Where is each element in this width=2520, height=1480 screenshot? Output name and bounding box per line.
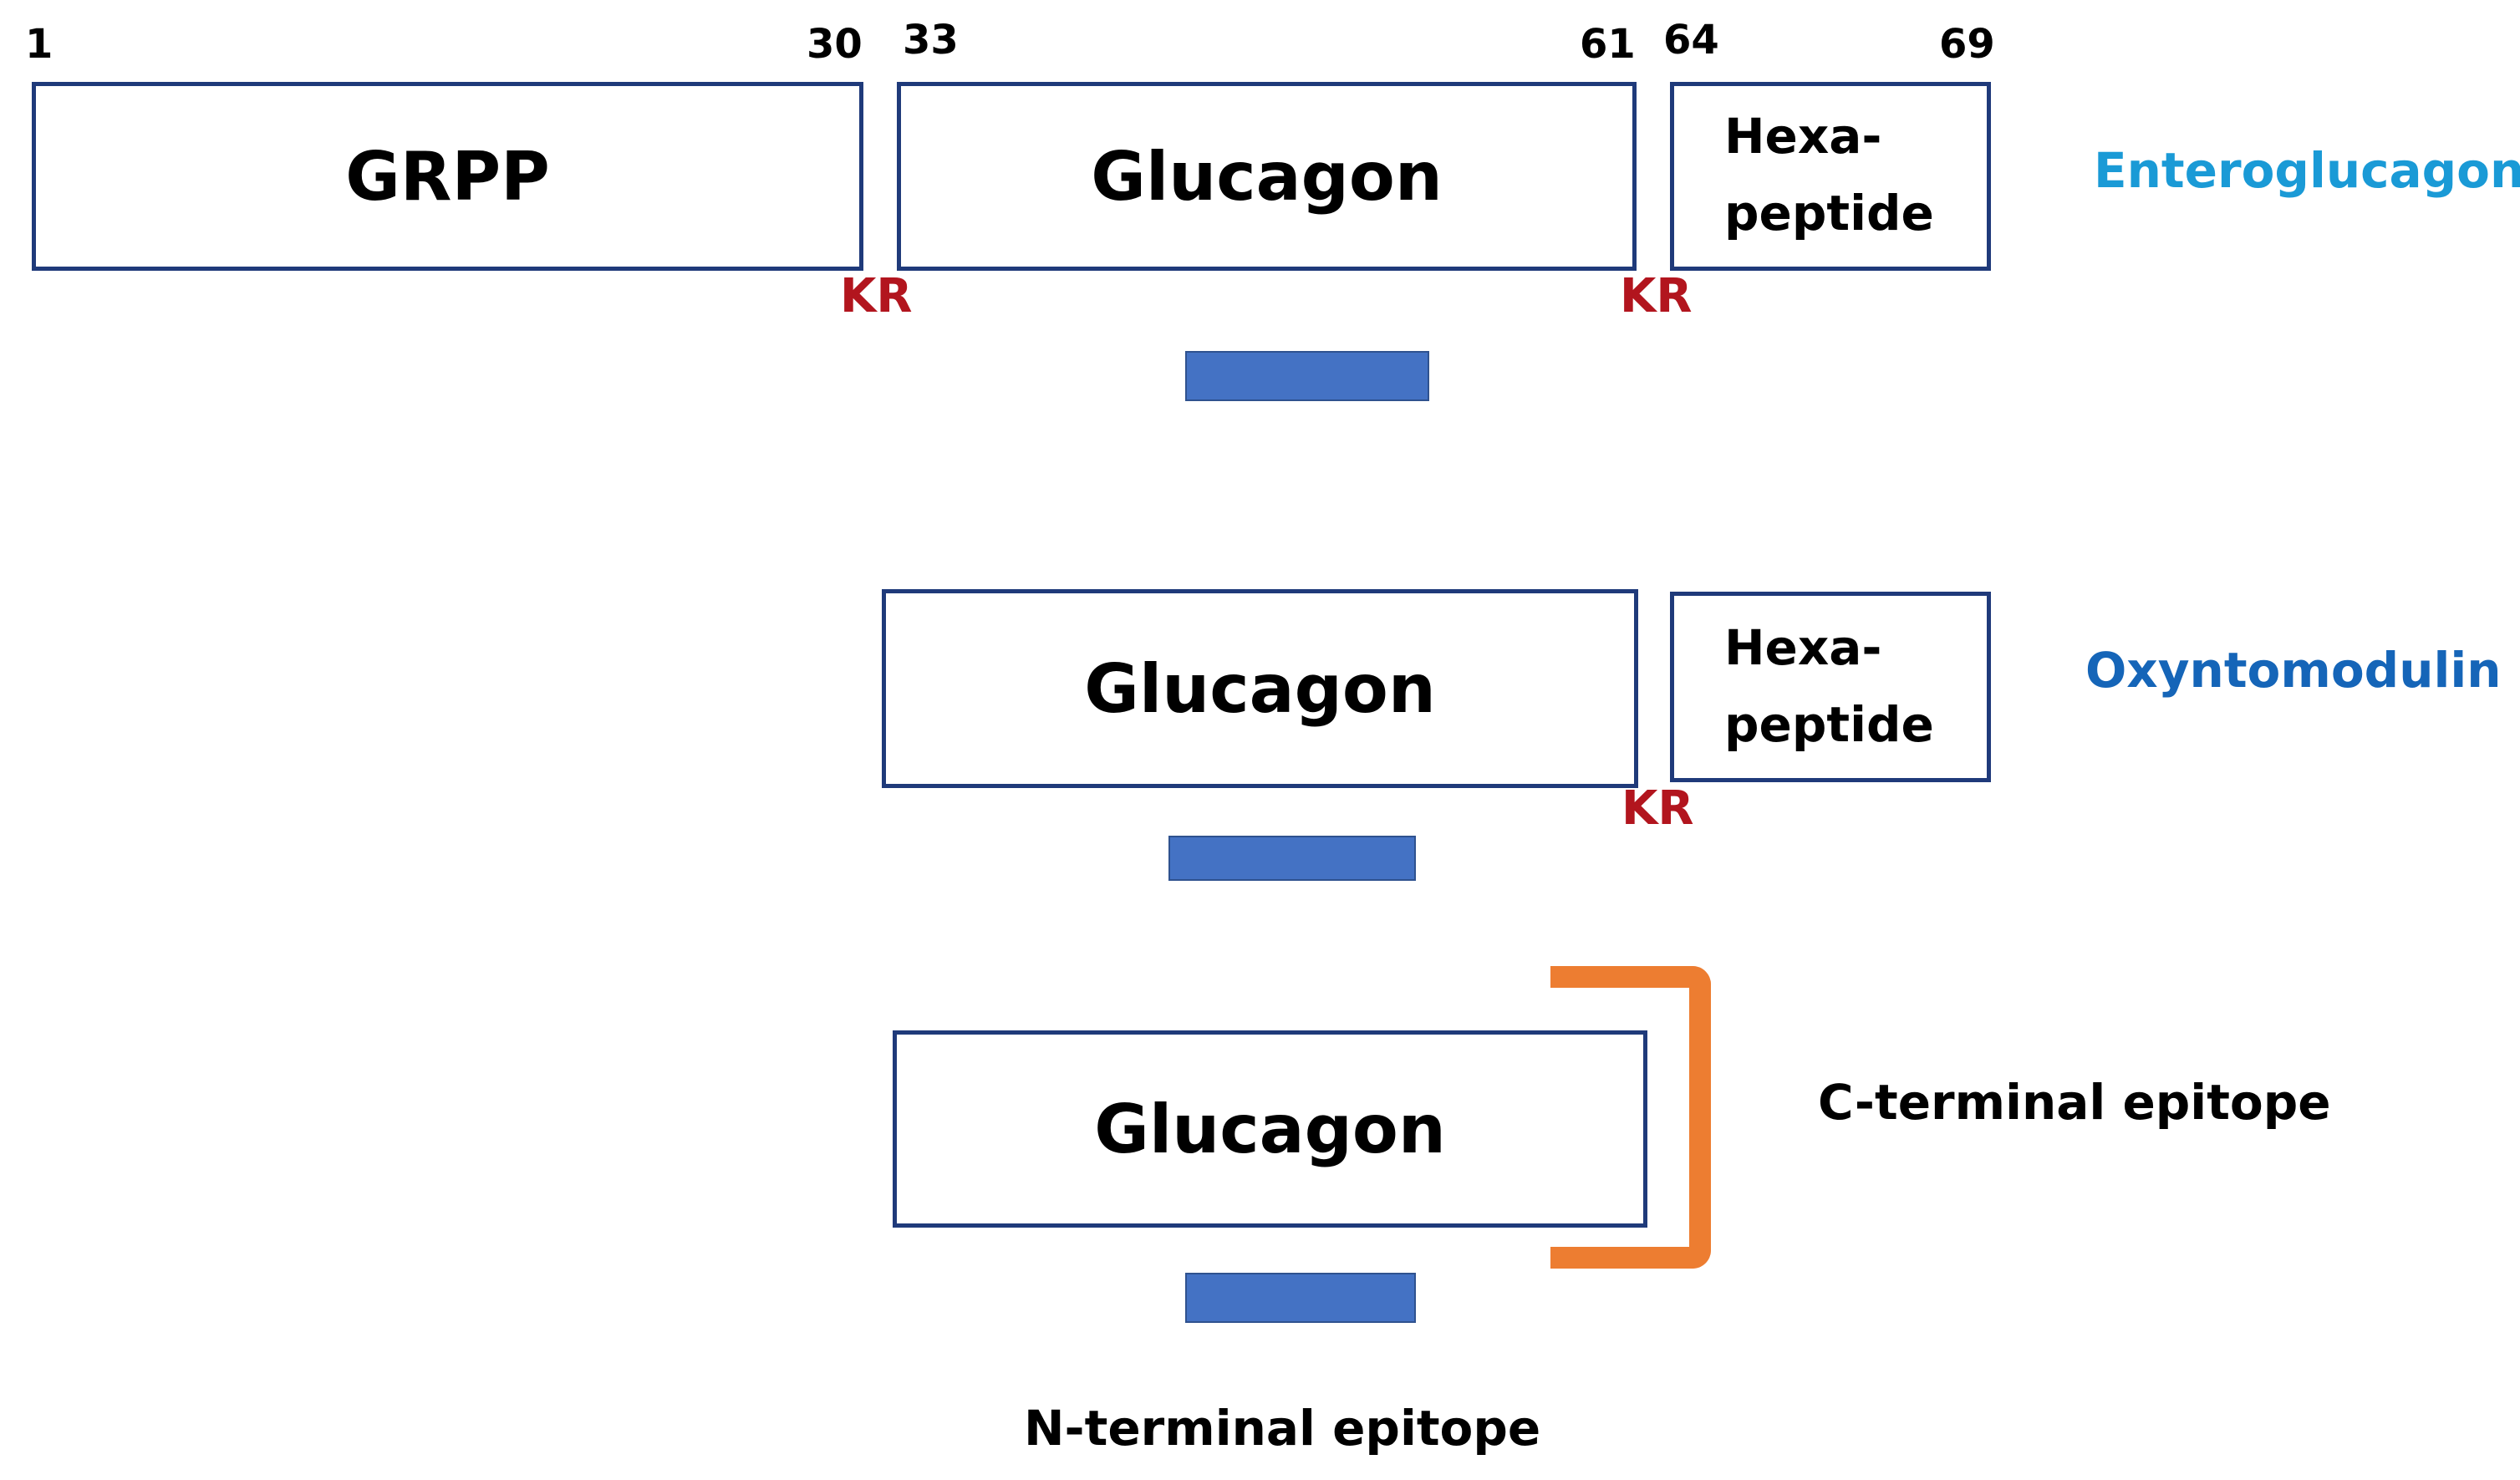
antibody-epitope-bar	[1185, 1273, 1416, 1323]
enteroglucagon-label: Enteroglucagon	[2094, 142, 2520, 199]
antibody-epitope-bar	[1168, 836, 1416, 881]
glucagon-box-enteroglucagon: Glucagon	[897, 82, 1637, 271]
antibody-epitope-bar	[1185, 351, 1429, 401]
grpp-box: GRPP	[32, 82, 863, 271]
hexapeptide-label: Hexa- peptide	[1724, 98, 1934, 252]
residue-number-30: 30	[807, 21, 863, 68]
n-terminal-epitope-label: N-terminal epitope	[1024, 1400, 1541, 1457]
glucagon-box-oxyntomodulin: Glucagon	[882, 589, 1638, 788]
hexapeptide-box-enteroglucagon: Hexa- peptide	[1670, 82, 1991, 271]
residue-number-61: 61	[1580, 21, 1636, 68]
residue-number-69: 69	[1939, 21, 1995, 68]
glucagon-box-glucagon: Glucagon	[893, 1030, 1647, 1228]
hexapeptide-line1: Hexa-	[1724, 108, 1882, 165]
grpp-label: GRPP	[345, 137, 550, 216]
c-terminal-epitope-label: C-terminal epitope	[1818, 1074, 2331, 1131]
glucagon-label: Glucagon	[1091, 137, 1443, 216]
glucagon-label: Glucagon	[1084, 649, 1436, 728]
hexapeptide-line2: peptide	[1724, 696, 1934, 753]
kr-cleavage-site: KR	[1620, 269, 1693, 323]
residue-number-33: 33	[903, 17, 959, 64]
residue-number-1: 1	[25, 21, 53, 68]
kr-cleavage-site: KR	[1621, 781, 1694, 836]
hexapeptide-box-oxyntomodulin: Hexa- peptide	[1670, 592, 1991, 782]
hexapeptide-line1: Hexa-	[1724, 619, 1882, 676]
oxyntomodulin-label: Oxyntomodulin	[2085, 642, 2502, 699]
hexapeptide-line2: peptide	[1724, 185, 1934, 242]
residue-number-64: 64	[1663, 17, 1719, 64]
c-terminal-epitope-bracket	[1550, 966, 1711, 1269]
hexapeptide-label: Hexa- peptide	[1724, 609, 1934, 763]
kr-cleavage-site: KR	[840, 269, 913, 323]
glucagon-label: Glucagon	[1094, 1090, 1446, 1168]
